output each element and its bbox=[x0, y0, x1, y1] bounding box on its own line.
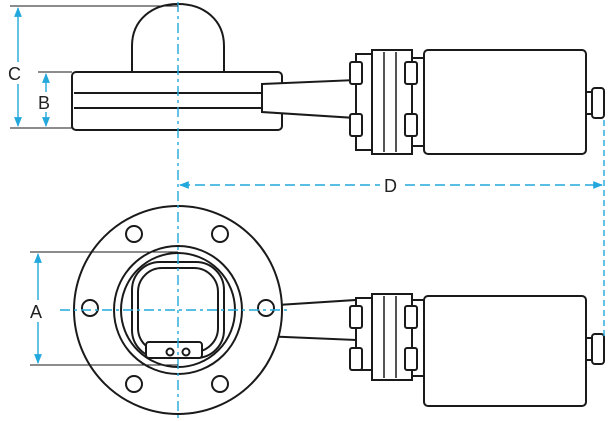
dimension-label-d: D bbox=[384, 176, 397, 196]
actuator-cylinder-front bbox=[423, 295, 587, 407]
bolt-hole bbox=[211, 225, 229, 243]
dimension-label-b: B bbox=[38, 93, 50, 113]
bolt-hole bbox=[125, 375, 143, 393]
dimension-label-a: A bbox=[30, 302, 42, 322]
bolt-hole bbox=[125, 225, 143, 243]
bolt-hole bbox=[257, 299, 275, 317]
bolt-hole bbox=[211, 375, 229, 393]
bolt-hole bbox=[81, 299, 99, 317]
end-knob-front bbox=[591, 333, 605, 365]
side-view bbox=[71, 2, 605, 155]
dimension-label-c: C bbox=[8, 64, 21, 84]
valve-body bbox=[71, 71, 283, 131]
end-knob bbox=[591, 87, 605, 119]
actuator-cylinder bbox=[423, 49, 587, 155]
shaft bbox=[261, 78, 357, 120]
